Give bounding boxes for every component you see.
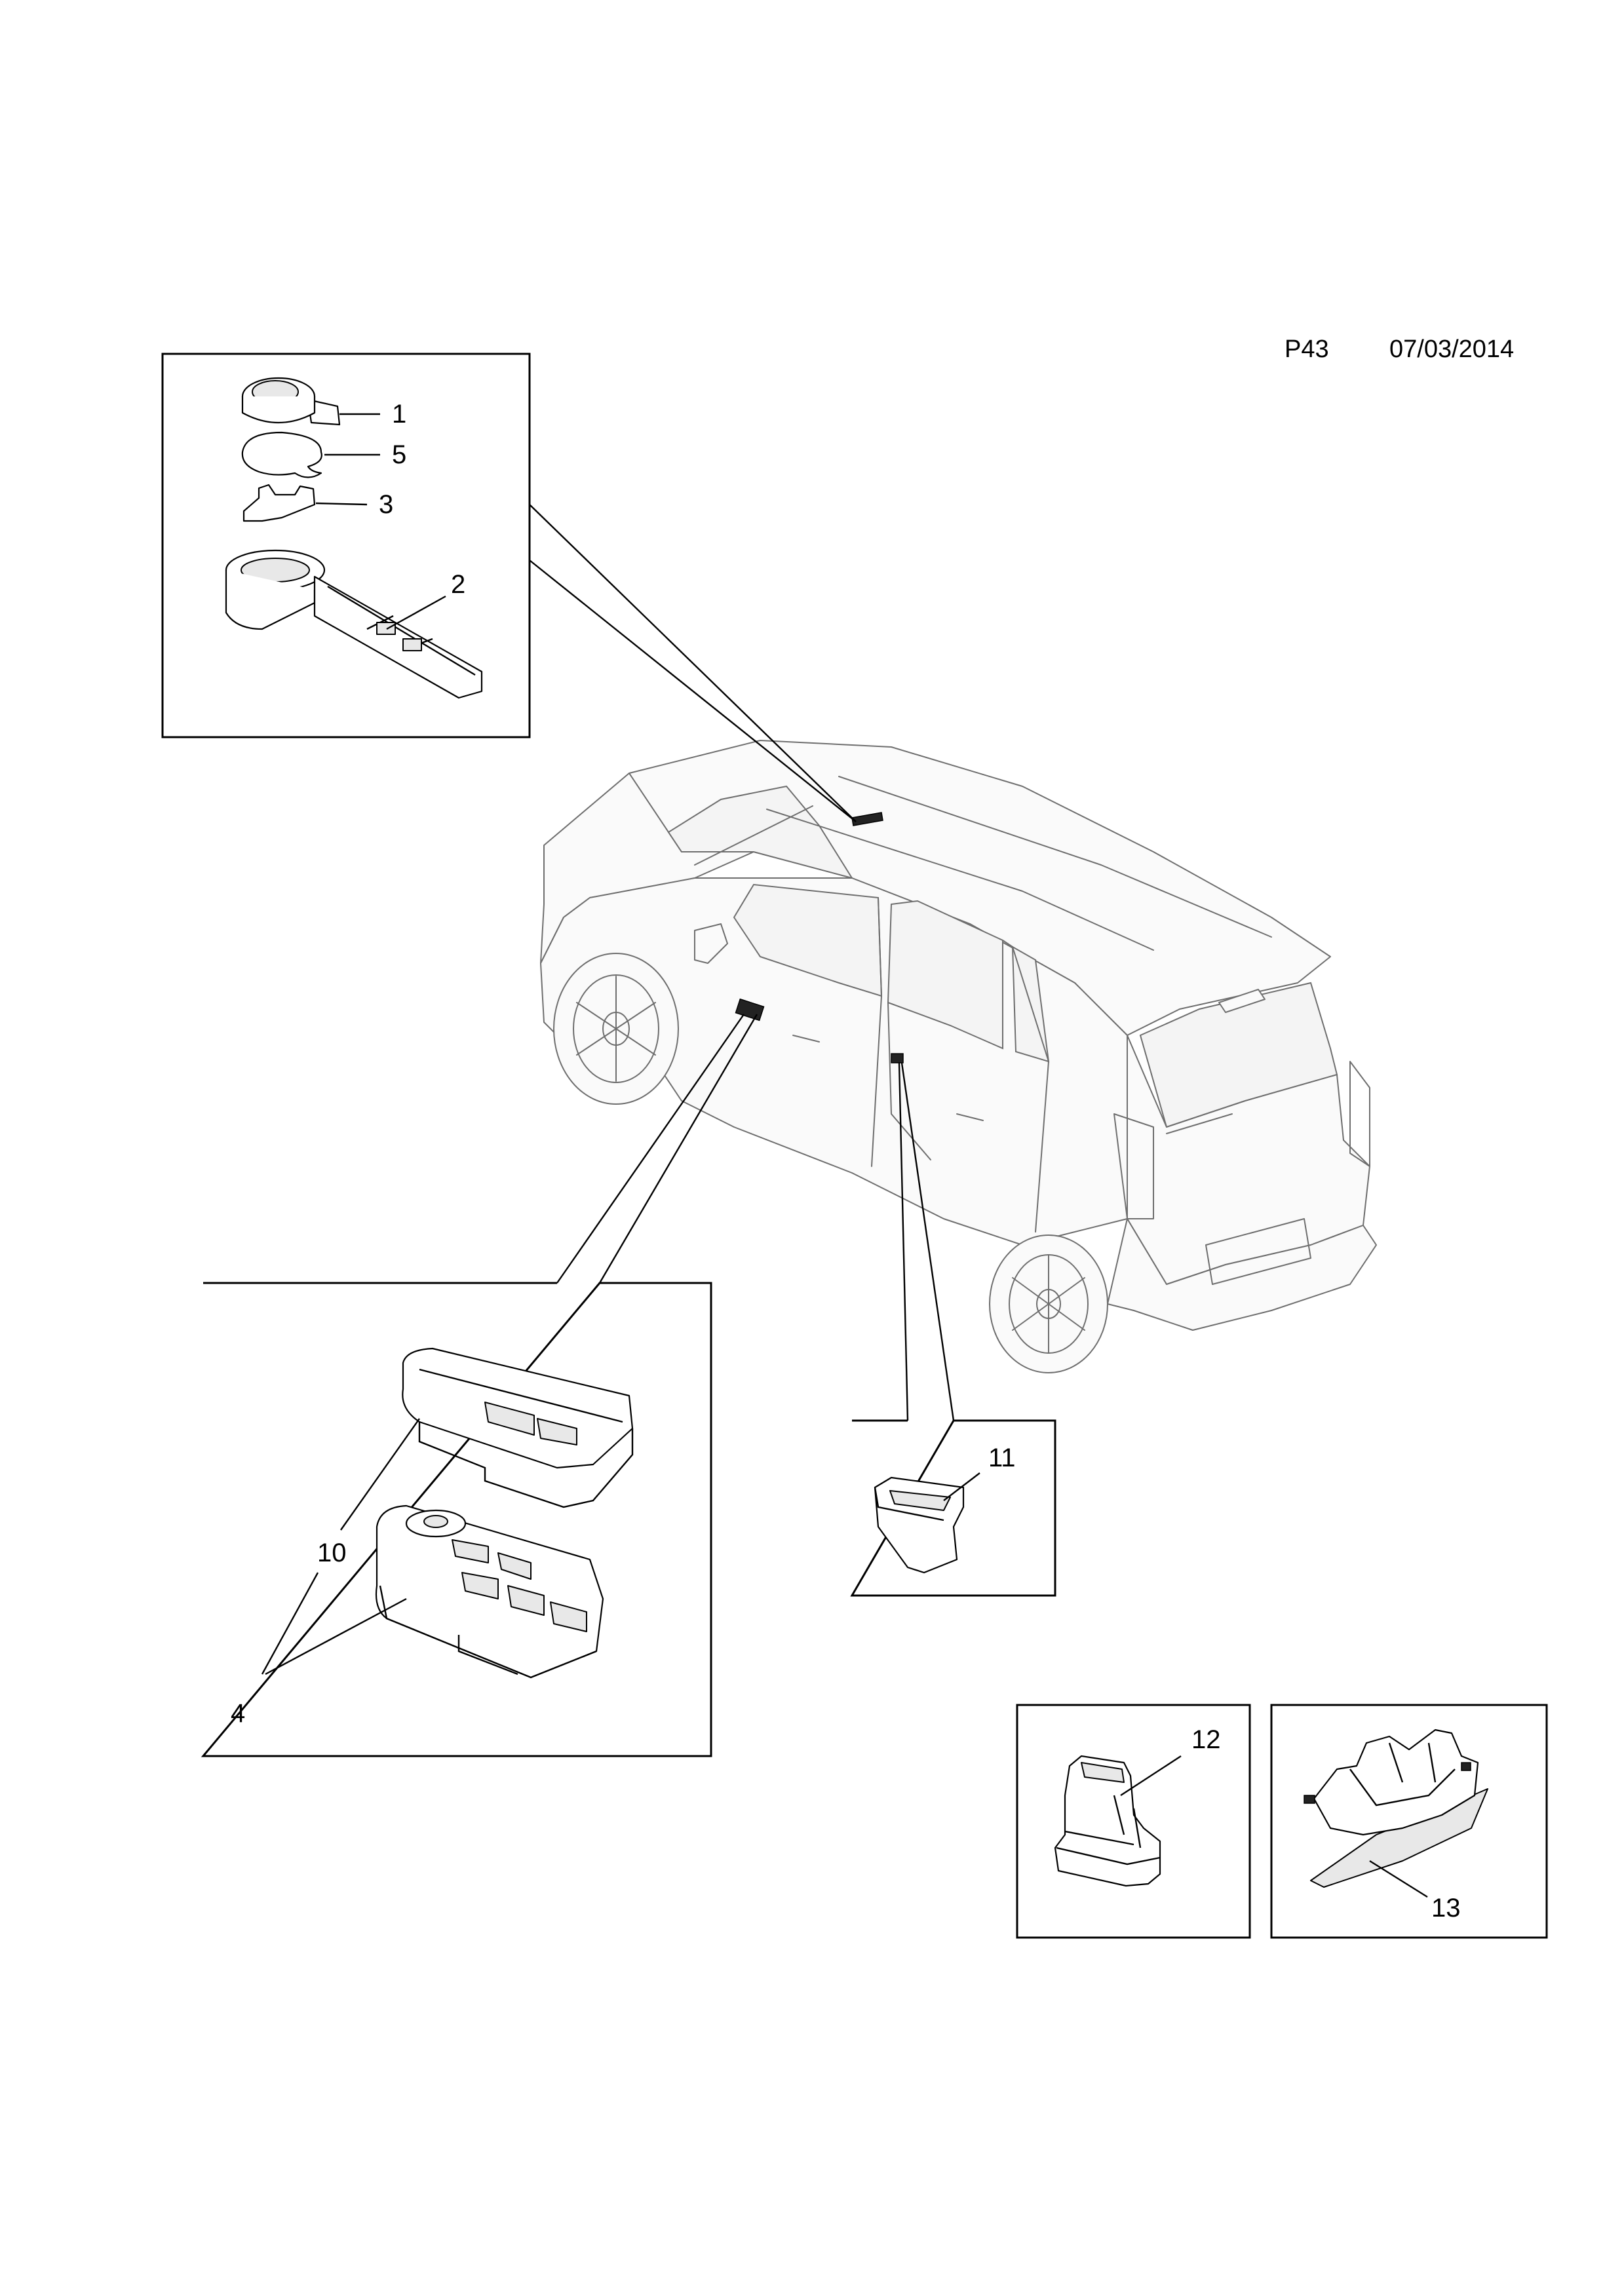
detail-box-rain-sensor bbox=[161, 353, 531, 738]
callout-13: 13 bbox=[1431, 1894, 1461, 1923]
callout-2: 2 bbox=[451, 570, 465, 599]
callout-4: 4 bbox=[231, 1699, 245, 1728]
vehicle-outline bbox=[540, 740, 1377, 1373]
detail-box-switch-12 bbox=[1016, 1704, 1251, 1939]
callout-1: 1 bbox=[392, 400, 406, 429]
window-switch-part bbox=[375, 1504, 604, 1679]
detail-box-bracket-13 bbox=[1270, 1704, 1548, 1939]
callout-3: 3 bbox=[379, 490, 393, 519]
button-switch-part bbox=[1054, 1755, 1161, 1887]
clip-part bbox=[242, 484, 316, 522]
diagram-date: 07/03/2014 bbox=[1389, 335, 1514, 363]
page-code: P43 bbox=[1285, 335, 1329, 363]
rain-sensor-part bbox=[241, 377, 341, 426]
detail-box-driver-switch bbox=[201, 1282, 712, 1757]
passenger-switch-part bbox=[874, 1476, 965, 1574]
gel-pad-part bbox=[241, 431, 322, 478]
switch-bezel-part bbox=[402, 1347, 634, 1508]
switch-bracket-part bbox=[1304, 1729, 1488, 1888]
callout-10: 10 bbox=[317, 1539, 347, 1567]
callout-5: 5 bbox=[392, 440, 406, 469]
callout-12: 12 bbox=[1191, 1725, 1221, 1754]
callout-11: 11 bbox=[988, 1444, 1016, 1472]
bracket-part bbox=[225, 549, 483, 699]
